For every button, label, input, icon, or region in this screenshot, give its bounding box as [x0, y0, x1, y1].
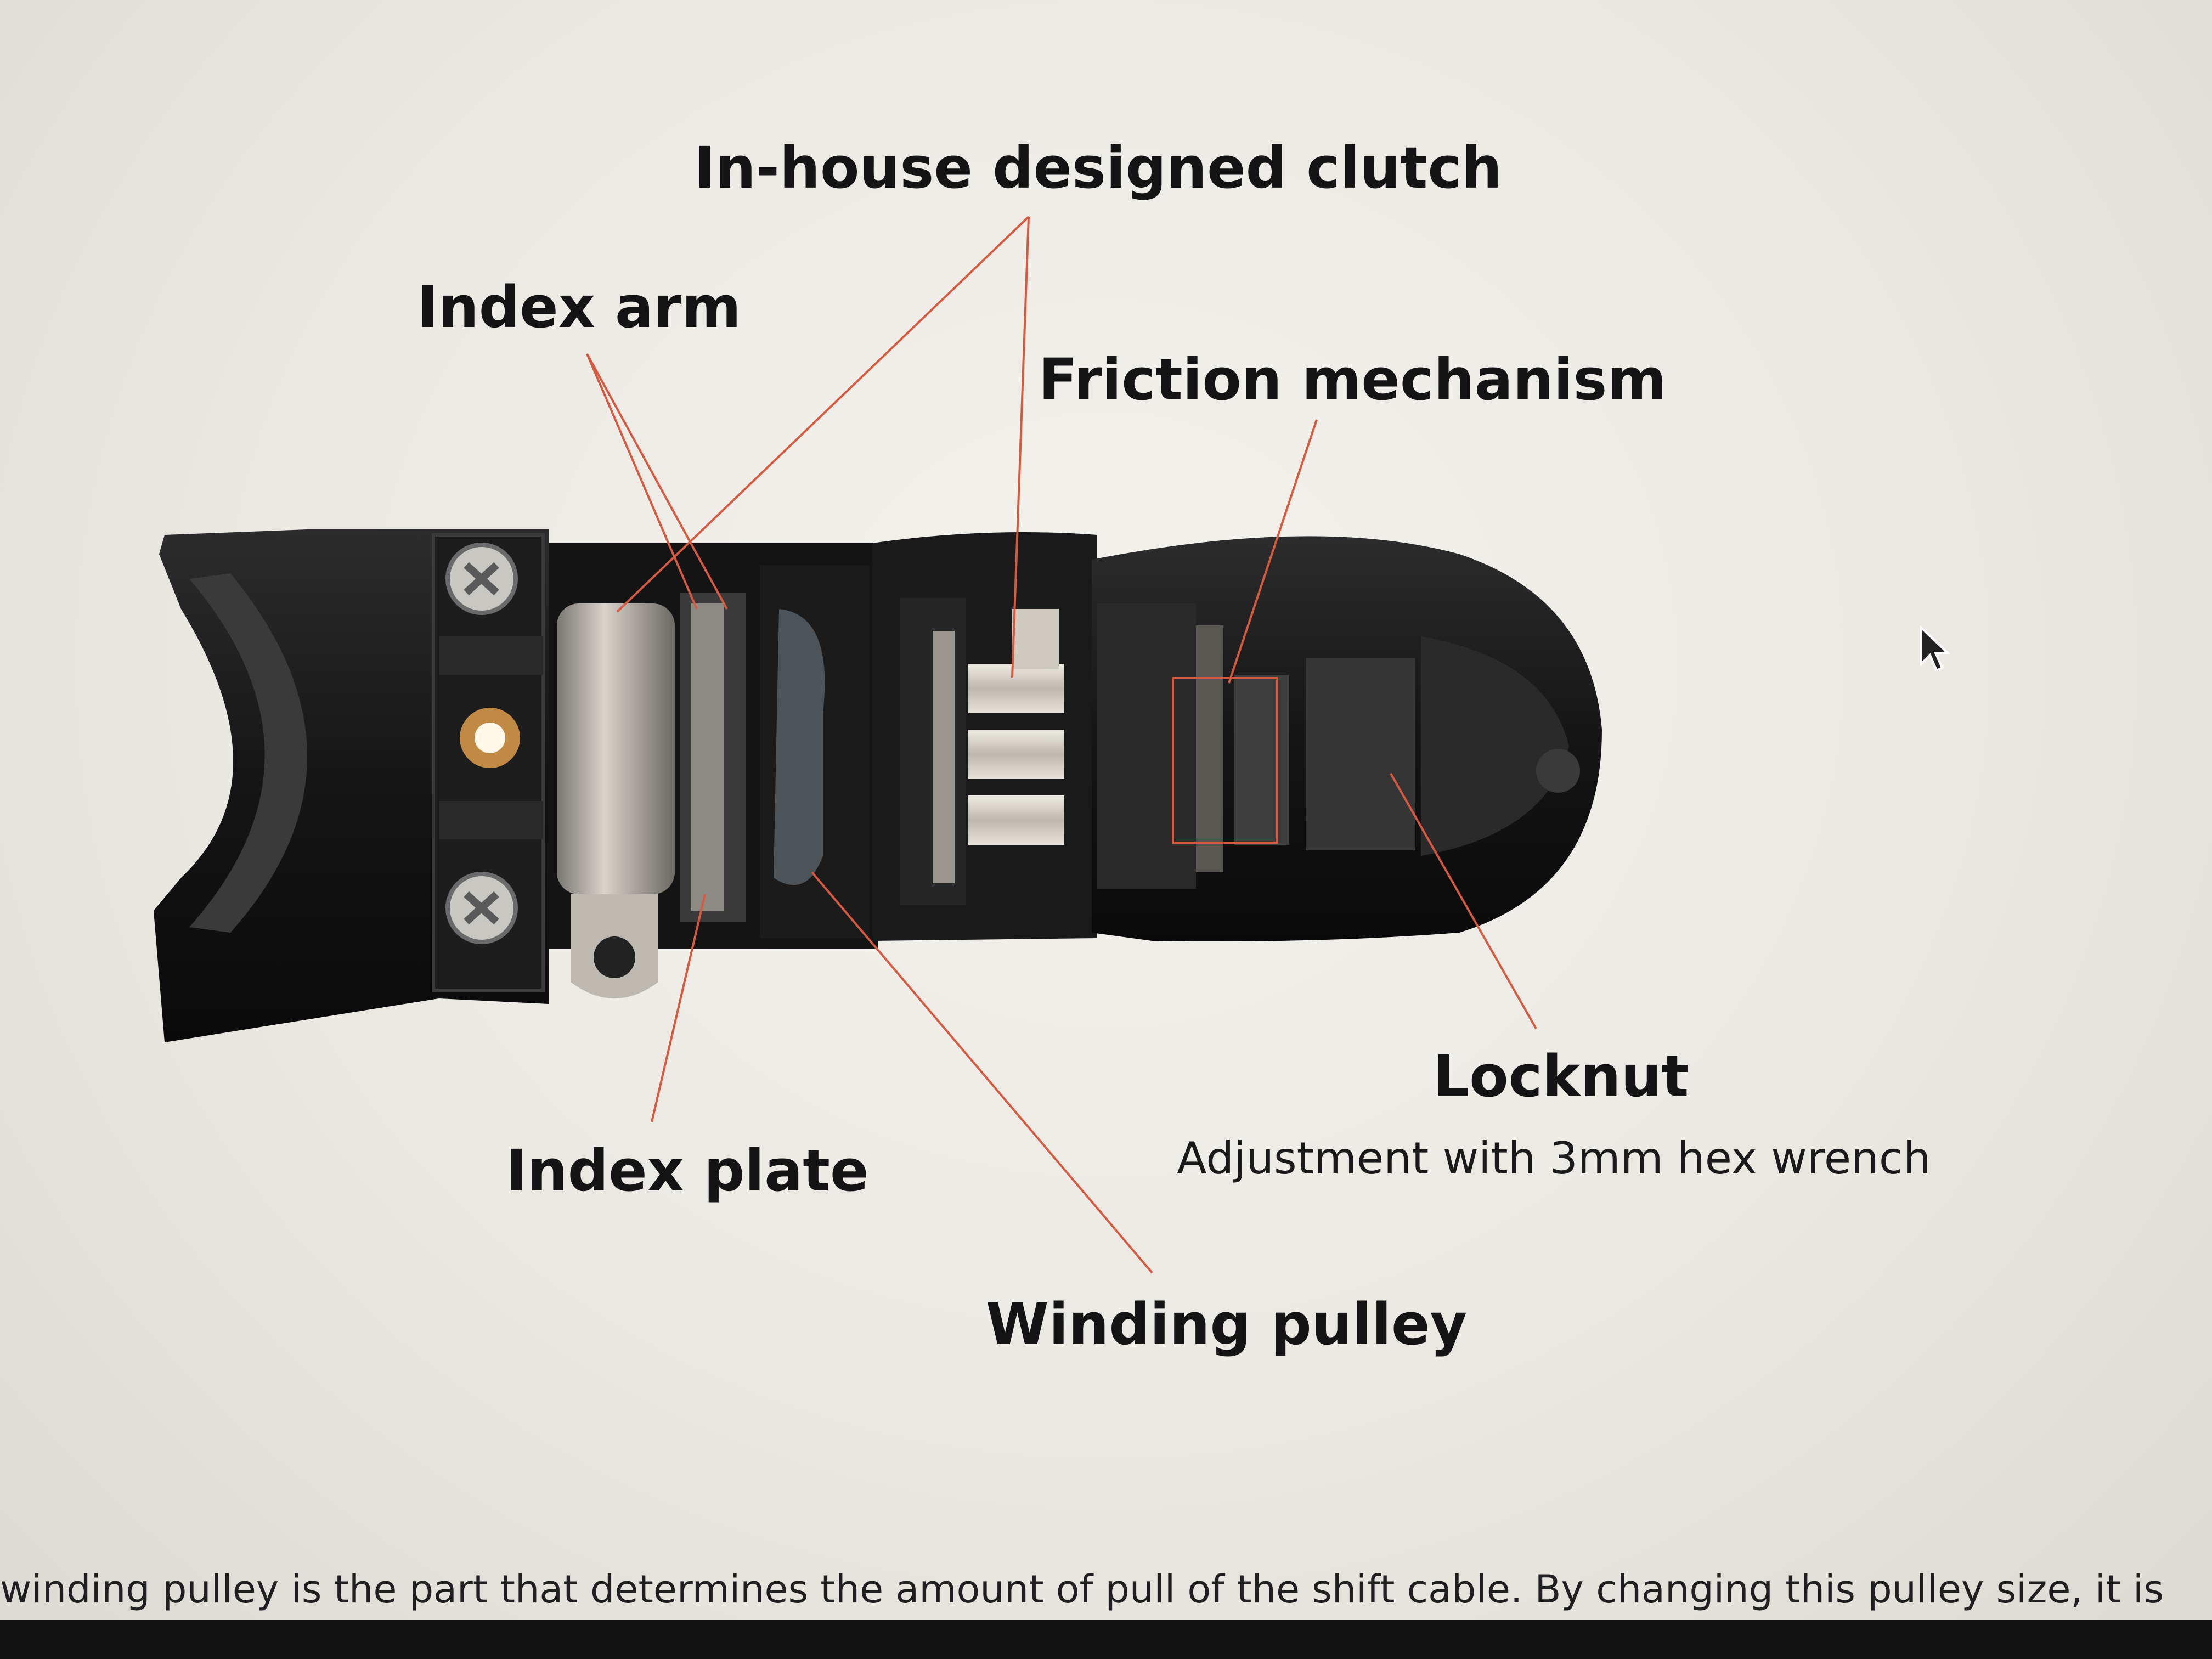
label-locknut: Locknut	[1433, 1048, 1689, 1105]
leader-clutch-right	[1012, 217, 1029, 678]
label-locknut-note: Adjustment with 3mm hex wrench	[1177, 1137, 1931, 1181]
label-clutch: In-house designed clutch	[694, 139, 1502, 196]
caption-text: winding pulley is the part that determin…	[0, 1570, 2164, 1609]
label-winding-pulley: Winding pulley	[986, 1296, 1467, 1353]
leader-friction	[1229, 420, 1317, 683]
leader-index-plate	[652, 894, 705, 1122]
leader-winding-pulley	[812, 872, 1152, 1273]
leader-locknut	[1391, 774, 1536, 1029]
label-index-plate: Index plate	[506, 1142, 869, 1199]
label-index-arm: Index arm	[417, 279, 741, 336]
leader-index-arm-2	[587, 354, 727, 609]
leader-index-arm-1	[587, 354, 697, 609]
monitor-bezel	[0, 1620, 2212, 1659]
mouse-pointer-icon	[1919, 625, 1952, 675]
label-friction-mechanism: Friction mechanism	[1039, 351, 1667, 408]
